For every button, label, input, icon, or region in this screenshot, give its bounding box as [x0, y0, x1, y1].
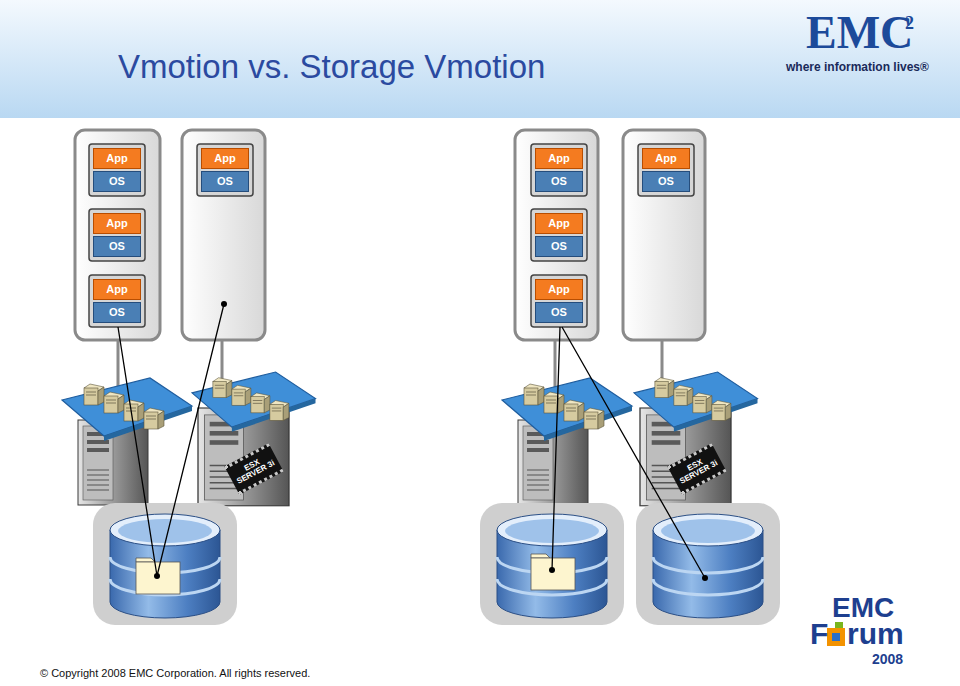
node-text: OS: [217, 176, 233, 188]
logo-text: EMC: [806, 10, 913, 56]
logo-tagline: where information lives®: [786, 61, 929, 73]
os-box: OS: [93, 171, 141, 192]
node-text: OS: [551, 307, 567, 319]
node-text: OS: [109, 307, 125, 319]
os-box: OS: [535, 236, 583, 257]
app-box: App: [535, 148, 583, 169]
os-box: OS: [93, 302, 141, 323]
event-logo-text: EMC: [832, 594, 894, 622]
os-box: OS: [201, 171, 249, 192]
app-box: App: [93, 213, 141, 234]
os-box: OS: [93, 236, 141, 257]
app-box: App: [535, 213, 583, 234]
os-box: OS: [535, 302, 583, 323]
event-year: 2008: [872, 652, 903, 666]
node-text: App: [548, 218, 569, 230]
node-text: OS: [551, 176, 567, 188]
node-text: App: [548, 153, 569, 165]
app-box: App: [93, 279, 141, 300]
node-text: OS: [109, 176, 125, 188]
app-box: App: [93, 148, 141, 169]
node-text: OS: [109, 241, 125, 253]
node-text: App: [548, 284, 569, 296]
node-text: App: [106, 284, 127, 296]
node-text: App: [106, 153, 127, 165]
os-box: OS: [642, 171, 690, 192]
slide-title: Vmotion vs. Storage Vmotion: [118, 48, 545, 86]
node-text: OS: [551, 241, 567, 253]
os-box: OS: [535, 171, 583, 192]
app-box: App: [535, 279, 583, 300]
copyright-note: © Copyright 2008 EMC Corporation. All ri…: [40, 668, 310, 679]
node-text: OS: [658, 176, 674, 188]
node-text: App: [655, 153, 676, 165]
logo-superscript: 2: [905, 14, 914, 32]
event-logo-text: rum: [847, 619, 904, 649]
node-text: App: [214, 153, 235, 165]
event-logo-text: F: [810, 619, 828, 649]
app-box: App: [642, 148, 690, 169]
app-box: App: [201, 148, 249, 169]
node-text: App: [106, 218, 127, 230]
